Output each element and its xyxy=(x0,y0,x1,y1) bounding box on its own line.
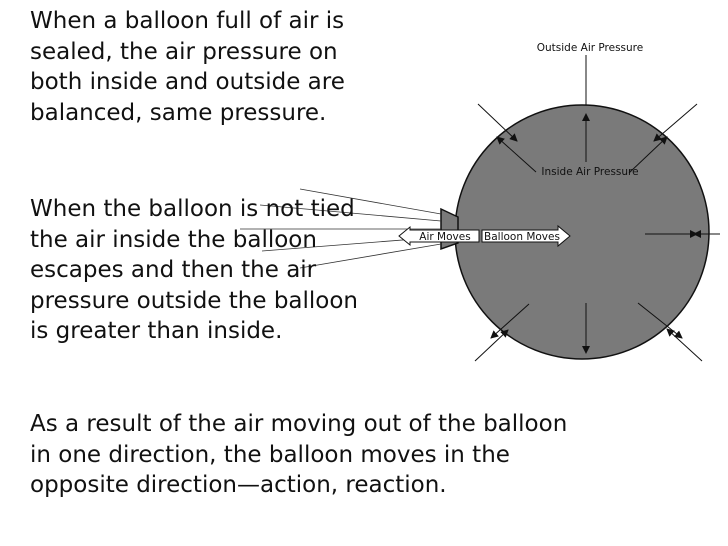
intro-line: both inside and outside are xyxy=(30,69,345,95)
outside-pressure-label: Outside Air Pressure xyxy=(537,42,643,54)
untied-line: pressure outside the balloon xyxy=(30,287,359,314)
inside-pressure-arrows xyxy=(490,113,698,354)
intro-paragraph: When a balloon full of air is sealed, th… xyxy=(30,6,345,128)
outside-arrow-top-left xyxy=(477,103,518,142)
intro-line: When a balloon full of air is xyxy=(30,8,345,34)
inside-arrow-up-right xyxy=(628,136,668,174)
inside-arrow-up-left xyxy=(496,136,537,173)
intro-line: sealed, the air pressure on xyxy=(30,38,338,65)
air-moves-label: Air Moves xyxy=(419,231,470,243)
untied-line: is greater than inside. xyxy=(30,318,283,344)
untied-line: When the balloon is not tied xyxy=(30,196,355,222)
inside-pressure-label: Inside Air Pressure xyxy=(541,166,638,178)
inside-arrow-down-right xyxy=(637,302,683,339)
balloon-knot xyxy=(440,207,459,251)
outside-pressure-arrows xyxy=(474,55,720,362)
outside-arrow-top-right xyxy=(653,103,698,142)
untied-line: escapes and then the air xyxy=(30,257,317,283)
air-moves-arrow xyxy=(398,225,480,247)
intro-line: balanced, same pressure. xyxy=(30,99,327,126)
inside-arrow-down-left xyxy=(490,303,530,339)
result-line: opposite direction—action, reaction. xyxy=(30,472,447,498)
untied-paragraph: When the balloon is not tied the air ins… xyxy=(30,194,358,347)
result-line: As a result of the air moving out of the… xyxy=(30,411,568,437)
outside-arrow-bottom-left xyxy=(474,329,509,362)
balloon-moves-arrow xyxy=(481,224,571,248)
untied-line: the air inside the balloon xyxy=(30,226,317,253)
balloon-moves-label: Balloon Moves xyxy=(484,231,560,243)
result-line: in one direction, the balloon moves in t… xyxy=(30,441,510,468)
result-paragraph: As a result of the air moving out of the… xyxy=(30,409,567,501)
outside-arrow-bottom-right xyxy=(666,328,703,362)
